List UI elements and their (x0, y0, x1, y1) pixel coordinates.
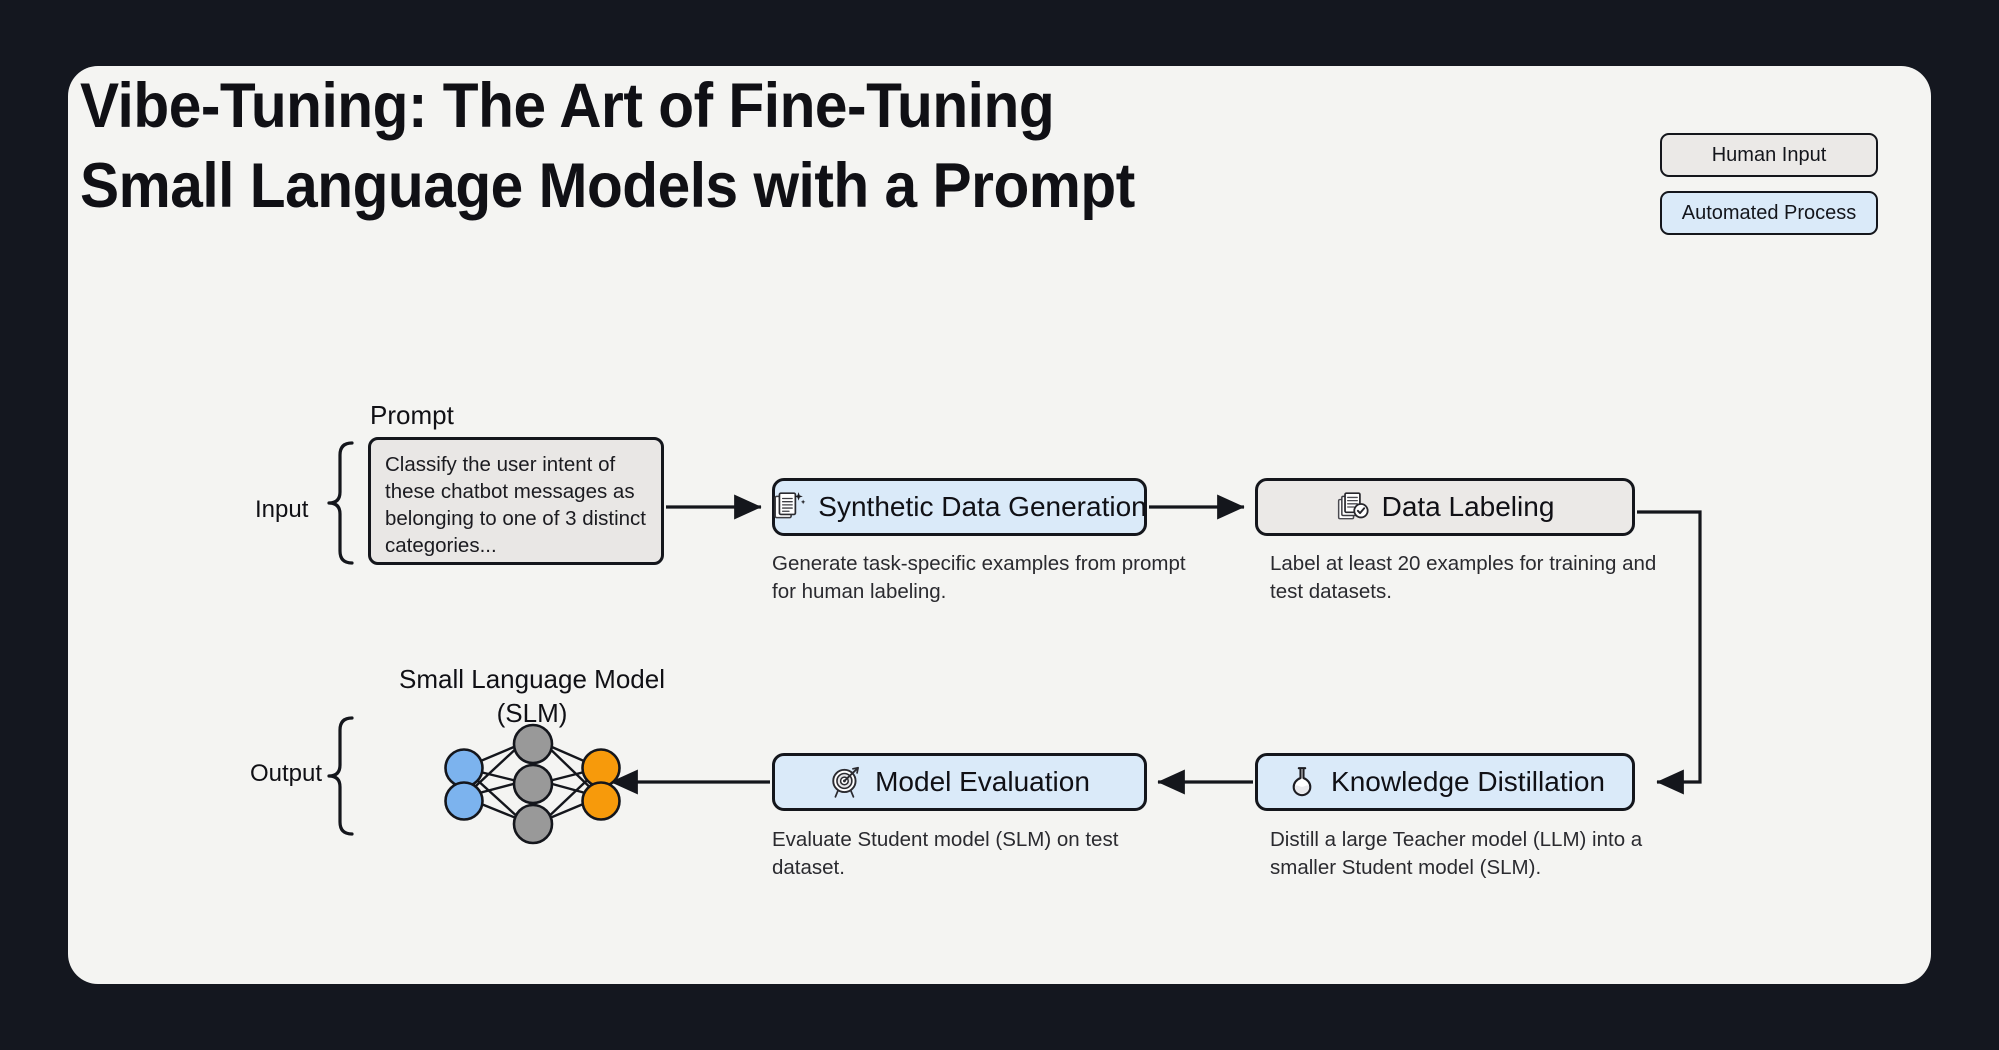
legend-item-human-input: Human Input (1660, 133, 1878, 177)
page-title-line2: Small Language Models with a Prompt (80, 151, 1135, 221)
slm-label-line2: (SLM) (496, 698, 568, 728)
input-brace-label: Input (255, 496, 309, 523)
legend-label-human-input: Human Input (1711, 143, 1827, 166)
prompt-text: Classify the user intent of these chatbo… (385, 453, 646, 557)
node-model-evaluation[interactable]: Model Evaluation (772, 753, 1147, 811)
output-brace-label: Output (250, 760, 323, 787)
prompt-label: Prompt (370, 400, 454, 430)
caption-knowledge-distillation: Distill a large Teacher model (LLM) into… (1270, 828, 1643, 879)
node-data-labeling[interactable]: Data Labeling (1255, 478, 1635, 536)
node-label-data-labeling: Data Labeling (1381, 491, 1555, 522)
page-title: Vibe-Tuning: The Art of Fine-Tuning Smal… (80, 66, 1401, 226)
legend-item-automated-process: Automated Process (1660, 191, 1878, 235)
target-icon (832, 766, 860, 798)
legend-label-automated-process: Automated Process (1681, 201, 1857, 224)
caption-model-evaluation: Evaluate Student model (SLM) on test dat… (772, 828, 1119, 879)
documents-check-icon (1337, 492, 1369, 520)
flask-icon (1292, 767, 1312, 797)
slm-label-line1: Small Language Model (399, 664, 665, 694)
node-label-knowledge-distillation: Knowledge Distillation (1331, 766, 1605, 797)
node-label-model-evaluation: Model Evaluation (875, 766, 1090, 797)
page-title-line1: Vibe-Tuning: The Art of Fine-Tuning (80, 71, 1055, 141)
caption-data-labeling: Label at least 20 examples for training … (1270, 552, 1657, 603)
legend: Human Input Automated Process (1660, 133, 1878, 235)
caption-synthetic-data-generation: Generate task-specific examples from pro… (772, 552, 1186, 603)
node-synthetic-data-generation[interactable]: Synthetic Data Generation (772, 478, 1147, 536)
node-label-synthetic-data-generation: Synthetic Data Generation (818, 491, 1147, 522)
slm-label: Small Language Model (SLM) (382, 662, 682, 730)
prompt-box[interactable]: Classify the user intent of these chatbo… (368, 437, 664, 565)
document-sparkle-icon (774, 492, 806, 519)
node-knowledge-distillation[interactable]: Knowledge Distillation (1255, 753, 1635, 811)
